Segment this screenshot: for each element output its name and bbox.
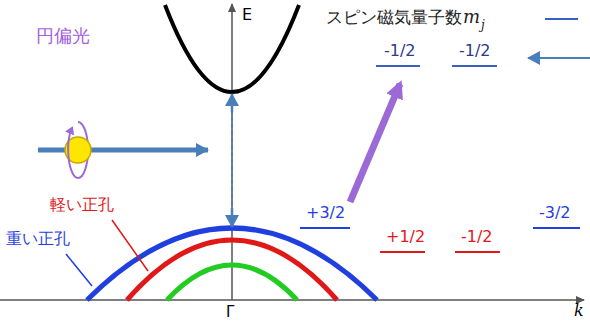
gap-dash [231, 110, 233, 210]
level-line [376, 65, 420, 67]
quantum-subscript: j [481, 19, 485, 33]
spin-level: -1/2 [384, 42, 416, 60]
level-line [300, 227, 350, 229]
polarization-loop-front [68, 128, 78, 178]
leader-line [112, 220, 148, 271]
level-line [533, 227, 580, 229]
e-axis [231, 4, 233, 300]
side-arrow [528, 57, 590, 59]
axis-label: E [242, 6, 252, 24]
leader-line [66, 254, 92, 286]
spin-level: +1/2 [386, 228, 425, 246]
axis-label: Γ [226, 304, 234, 321]
level-line [452, 65, 497, 67]
spin-level: +3/2 [306, 204, 345, 222]
level-line [380, 251, 425, 253]
light-arrow [38, 148, 208, 153]
level-line [455, 251, 500, 253]
heavy-hole-band [87, 228, 377, 300]
band-label: 軽い正孔 [50, 196, 114, 214]
quantum-symbol: m [463, 7, 480, 28]
split-off-band [167, 265, 297, 300]
axis-label: k [574, 302, 584, 320]
light-hole-band [127, 240, 337, 300]
spin-level: -3/2 [539, 204, 571, 222]
gap-arrow-down [231, 208, 234, 227]
header-label: スピン磁気量子数 [326, 8, 462, 28]
conduction-band [165, 5, 299, 92]
band-label: 重い正孔 [6, 230, 70, 248]
gap-arrow-up [231, 94, 234, 112]
header-mark [545, 18, 578, 20]
light-label: 円偏光 [36, 26, 90, 47]
spin-level: -1/2 [461, 228, 493, 246]
transition-arrow [350, 84, 400, 202]
spin-level: -1/2 [459, 42, 491, 60]
